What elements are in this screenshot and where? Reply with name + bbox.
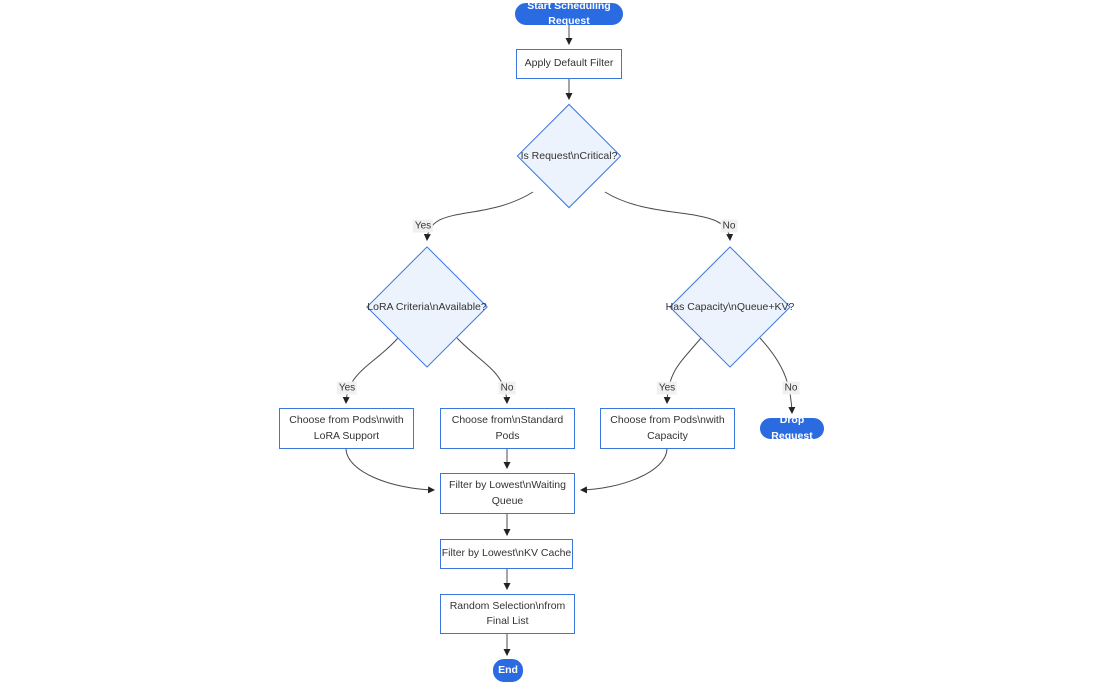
node-drop-request: Drop Request <box>760 414 824 442</box>
node-choose-pods-capacity: Choose from Pods\nwith Capacity <box>600 408 735 449</box>
node-end: End <box>493 659 523 682</box>
edge-lorapods-filter <box>345 448 436 494</box>
node-filter-waiting-line1: Filter by Lowest\nWaiting <box>449 479 566 492</box>
edge-label-capacity-yes: Yes <box>656 381 678 395</box>
node-start-label: Start Scheduling Request <box>527 0 611 27</box>
node-filter-waiting-line2: Queue <box>491 494 524 507</box>
node-filter-lowest-waiting-queue: Filter by Lowest\nWaiting Queue <box>440 473 575 514</box>
node-choose-standard-pods: Choose from\nStandard Pods <box>440 408 575 449</box>
edge-critical-no <box>604 191 734 242</box>
node-lora-criteria-available-label: LoRA Criteria\nAvailable? <box>367 301 487 313</box>
node-drop-request-label: Drop Request <box>771 414 813 442</box>
node-choose-pods-lora: Choose from Pods\nwith LoRA Support <box>279 408 414 449</box>
edge-label-critical-yes: Yes <box>412 219 434 233</box>
node-random-selection-line2: Final List <box>486 615 529 627</box>
edge-label-lora-yes: Yes <box>336 381 358 395</box>
node-choose-pods-lora-line1: Choose from Pods\nwith <box>289 414 404 427</box>
node-random-selection: Random Selection\nfrom Final List <box>440 594 575 634</box>
node-is-request-critical-label: Is Request\nCritical? <box>520 150 618 162</box>
node-start: Start Scheduling Request <box>515 0 623 27</box>
node-choose-standard-pods-line2: Pods <box>495 429 520 442</box>
node-filter-lowest-kv-cache: Filter by Lowest\nKV Cache <box>440 539 573 569</box>
node-choose-standard-pods-line1: Choose from\nStandard <box>451 414 564 427</box>
node-apply-default-filter: Apply Default Filter <box>516 49 622 79</box>
node-apply-default-filter-label: Apply Default Filter <box>524 57 614 70</box>
edge-label-critical-no: No <box>720 219 738 233</box>
edge-capacitypods-filter <box>579 448 668 494</box>
edge-capacity-no <box>759 337 796 415</box>
node-filter-kv-label: Filter by Lowest\nKV Cache <box>441 547 572 560</box>
node-has-capacity-queue-kv-label: Has Capacity\nQueue+KV? <box>665 301 795 313</box>
node-end-label: End <box>498 663 518 676</box>
node-random-selection-line1: Random Selection\nfrom <box>449 599 566 612</box>
edge-label-capacity-no: No <box>782 381 800 395</box>
edge-critical-yes <box>423 191 534 242</box>
node-choose-pods-lora-line2: LoRA Support <box>313 429 380 442</box>
edge-label-lora-no: No <box>498 381 516 395</box>
node-choose-pods-capacity-line2: Capacity <box>647 429 688 442</box>
node-choose-pods-capacity-line1: Choose from Pods\nwith <box>610 414 725 427</box>
